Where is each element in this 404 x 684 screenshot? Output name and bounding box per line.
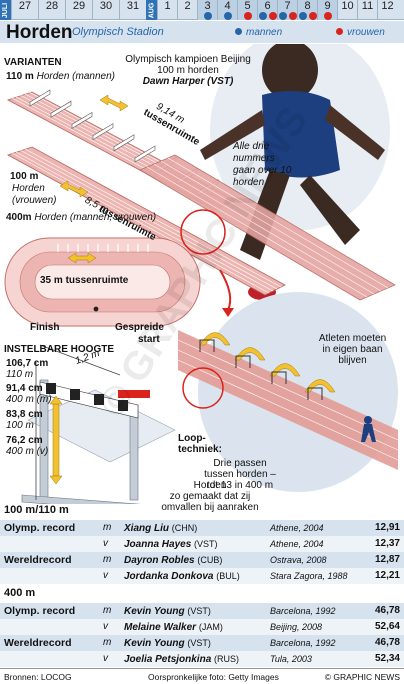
hoogte-heading: INSTELBARE HOOGTE bbox=[4, 344, 115, 355]
m110-label: 110 m Horden (mannen) bbox=[6, 71, 115, 82]
section-400: 400 m bbox=[4, 587, 36, 599]
date-cell: 3 bbox=[197, 0, 217, 20]
double-arrow-icons bbox=[59, 94, 129, 264]
start-label-a: Gespreide bbox=[115, 322, 164, 333]
red-dot-icon bbox=[268, 12, 277, 20]
illustration: © GRAPHIC NEWS bbox=[4, 44, 399, 504]
m100-desc-b: (vrouwen) bbox=[12, 195, 57, 206]
date-cell: 1 bbox=[157, 0, 177, 20]
date-cell: 30 bbox=[92, 0, 119, 20]
blue-dot-icon bbox=[235, 28, 242, 35]
hurdle-diagram bbox=[21, 344, 176, 504]
date-cell: 29 bbox=[65, 0, 92, 20]
date-cell: 12 bbox=[377, 0, 397, 20]
callout-circle bbox=[180, 209, 226, 255]
footer: Bronnen: LOCOG Oorspronkelijke foto: Get… bbox=[0, 668, 404, 684]
all-three-d: horden bbox=[233, 177, 265, 188]
varianten-heading: VARIANTEN bbox=[4, 57, 62, 68]
date-cell: 27 bbox=[11, 0, 38, 20]
red-dot-icon bbox=[243, 12, 252, 20]
m100-label: 100 m bbox=[10, 171, 39, 182]
loop-technique: Loop-techniek: bbox=[178, 433, 222, 455]
blue-dot-icon bbox=[278, 12, 287, 20]
page-title: Horden bbox=[6, 22, 73, 43]
athlete-photo bbox=[200, 44, 390, 300]
m400-label: 400m Horden (mannen, vrouwen) bbox=[6, 212, 157, 223]
blue-dot-icon bbox=[258, 12, 267, 20]
m400-gap-label: 35 m tussenruimte bbox=[40, 275, 129, 286]
sources: Bronnen: LOCOG bbox=[4, 672, 72, 682]
date-cell: 31 bbox=[119, 0, 146, 20]
blue-dot-icon bbox=[203, 12, 212, 20]
month-label-jul: JULI bbox=[0, 0, 11, 20]
red-dot-icon bbox=[336, 28, 343, 35]
date-cell: 10 bbox=[337, 0, 357, 20]
track-long bbox=[139, 154, 396, 301]
legend-women: vrouwen bbox=[336, 27, 385, 38]
red-dot-icon bbox=[323, 12, 332, 20]
blue-dot-icon bbox=[298, 12, 307, 20]
start-label-b: start bbox=[138, 334, 160, 345]
section-100-110: 100 m/110 m bbox=[4, 504, 69, 516]
date-cell: 9 bbox=[317, 0, 337, 20]
date-cell: 6 bbox=[257, 0, 277, 20]
all-three-a: Alle drie bbox=[233, 141, 270, 152]
date-cell: 5 bbox=[237, 0, 257, 20]
m100-desc-a: Horden bbox=[12, 183, 45, 194]
month-label-aug: AUG bbox=[146, 0, 157, 20]
venue-subtitle: Olympisch Stadion bbox=[72, 26, 164, 38]
date-cell: 4 bbox=[217, 0, 237, 20]
photo-credit: Oorspronkelijke foto: Getty Images bbox=[148, 672, 279, 682]
oval-400m bbox=[4, 237, 201, 327]
legend-men: mannen bbox=[235, 27, 282, 38]
header: Horden Olympisch Stadion mannen vrouwen bbox=[0, 21, 404, 43]
zoom-detail bbox=[177, 292, 399, 492]
copyright: © GRAPHIC NEWS bbox=[324, 672, 400, 682]
track-100m bbox=[7, 146, 286, 296]
date-cell: 28 bbox=[38, 0, 65, 20]
date-cell: 7 bbox=[277, 0, 297, 20]
all-three-c: gaan over 10 bbox=[233, 165, 292, 176]
date-cell: 8 bbox=[297, 0, 317, 20]
finish-label: Finish bbox=[30, 322, 60, 333]
date-cell: 2 bbox=[177, 0, 197, 20]
date-cell: 11 bbox=[357, 0, 377, 20]
red-dot-icon bbox=[308, 12, 317, 20]
blue-dot-icon bbox=[223, 12, 232, 20]
all-three-b: nummers bbox=[233, 153, 275, 164]
red-dot-icon bbox=[288, 12, 297, 20]
